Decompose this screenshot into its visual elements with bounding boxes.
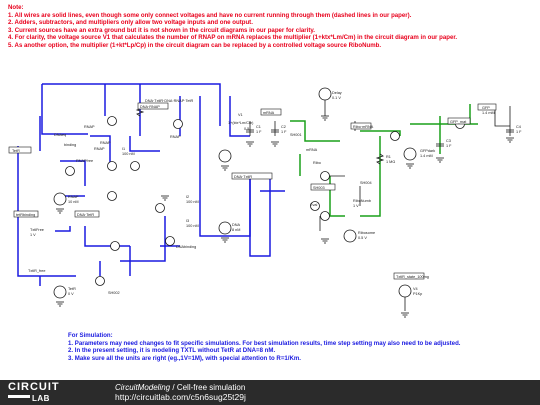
notes-heading: Note: [8,4,24,11]
simulation-heading: For Simulation: [68,332,113,339]
label-sh002: SH002 [108,291,120,295]
footer-url-link[interactable]: http://circuitlab.com/c5n6sug25t29j [115,392,246,402]
label-dna-conc: DNA [232,223,240,227]
label-gfpdark-val: 1.4 mM [420,154,433,158]
footer-separator: / [170,383,177,392]
passives [135,105,514,165]
label-rnap-init-val: 10 nM [68,200,79,204]
footer-brand-link[interactable]: CircuitModeling [115,383,171,392]
label-c3-val: 1 F [446,144,452,148]
label-sh003: SH003 [313,186,325,190]
label-dna-conc-val: 8 nM [232,228,240,232]
label-rnapfree: RNAPfree [76,159,93,163]
label-rnapf: RNAP [94,147,105,151]
circuit-schematic[interactable]: RNAP DNAeq binding RNAP RNAPfree RNAP 10… [0,76,540,326]
label-binding: binding [64,143,76,147]
label-i3: I3 [186,219,189,223]
label-sh004: SH004 [360,181,372,185]
label-dna-txtl: DNA·TxtlR [234,175,252,179]
label-dnabinding: DNAbinding [176,245,196,249]
label-dna-tetr: DNA·TetR [77,213,94,217]
label-dnaeq: DNAeq [54,133,66,137]
label-i3-val: 100 nM [186,224,199,228]
component-labels: RNAP DNAeq binding RNAP RNAPfree RNAP 10… [12,91,522,296]
label-i1: I1 [122,147,125,151]
label-ribo-rna: Ribo·mRNA [353,125,374,129]
simulation-notes: For Simulation: 1. Parameters may need c… [68,332,460,363]
label-gfp: GFP [482,106,490,110]
label-c2: C2 [281,125,286,129]
note-item: 3. Current sources have an extra ground … [8,26,316,34]
label-tetr-val: 0 V [68,292,74,296]
label-rnap-ratio: RNAP [84,125,95,129]
label-v4-val: P1Kp [413,292,422,296]
label-tetr: TetR [68,287,76,291]
label-r-load-val: 1 MΩ [386,160,395,164]
label-c4: C4 [516,125,521,129]
label-v1-b: 0.5 [244,127,249,131]
label-ribosome-val: 0.5 V [358,236,367,240]
label-i2: I2 [186,195,189,199]
label-rnap-init: RNAP [68,195,79,199]
simulation-item: 3. Make sure all the units are right (eg… [68,355,301,363]
label-ribonumb-val: 1 V [353,204,359,208]
label-sh001: SH001 [290,133,302,137]
label-mrna-deg: mRNA [306,148,318,152]
circuitlab-logo[interactable]: CIRCUIT LAB [8,381,60,403]
label-dna-txtl-rnap: DNA·TxtlR·DNA·RNAP·TetR [145,99,194,103]
label-v1: V1 [238,113,243,117]
note-item: 2. Adders, subtractors, and multipliers … [8,19,253,27]
label-ribosome: Ribosome [358,231,375,235]
label-txtl-state: TxtlR_state_100mg [396,275,429,279]
label-txtl-val: 1 V [30,233,36,237]
label-i1-val: 100 nM [122,152,135,156]
logo-text-bottom: LAB [32,394,50,403]
label-c1: C1 [256,125,261,129]
label-gfp-val: 1.4 mM [482,111,495,115]
footer-circuit-title: Cell-free simulation [176,383,246,392]
footer-bar: CIRCUIT LAB CircuitModeling / Cell-free … [0,380,540,405]
note-item: 4. For clarity, the voltage source V1 th… [8,34,458,42]
logo-bar [8,395,30,398]
note-item: 1. All wires are solid lines, even thoug… [8,11,412,19]
label-gfpdark: GFPdark [420,149,435,153]
label-ribo: Ribo [313,161,321,165]
simulation-item: 1. Parameters may need changes to fit sp… [68,339,461,347]
label-txtl-free: TxtlR_free [28,269,46,273]
label-r-load: R1 [386,155,391,159]
label-boxes [8,102,497,280]
notes-block: Note: 1. All wires are solid lines, even… [8,4,536,50]
label-ribonumb: RiboNumb [353,199,371,203]
label-eval: Eval [310,203,318,207]
note-item: 5. As another option, the multiplier (1+… [8,41,382,49]
label-delay-val: 0.1 V [332,96,341,100]
label-v1-expr: 1+(ktx*Lm/Cm) [228,121,254,125]
logo-text-top: CIRCUIT [8,381,60,393]
label-tetrdna: TetR [12,149,20,153]
label-v4: V4 [413,287,418,291]
label-gfp-mat: GFP_mat [450,120,467,124]
footer-title: CircuitModeling / Cell-free simulation [115,383,245,392]
label-rnap: RNAP [100,141,111,145]
label-delay: Delay [332,91,342,95]
wires-blue [17,83,285,286]
label-dna-rnap: DNA·RNAP [140,105,160,109]
label-tetrbinding: tetRbinding [16,213,35,217]
label-i2-val: 100 nM [186,200,199,204]
label-mrna: mRNA [263,111,275,115]
label-c1-val: 1 F [256,130,262,134]
simulation-item: 2. In the present setting, it is modelin… [68,347,276,355]
wires-green [290,104,478,217]
label-c4-val: 1 F [516,130,522,134]
label-rnap2: RNAP [170,135,181,139]
label-c2-val: 1 F [281,130,287,134]
sources [53,87,417,299]
label-c3: C3 [446,139,451,143]
operators [65,116,465,286]
label-txtlfree: TxtlFree [30,228,44,232]
